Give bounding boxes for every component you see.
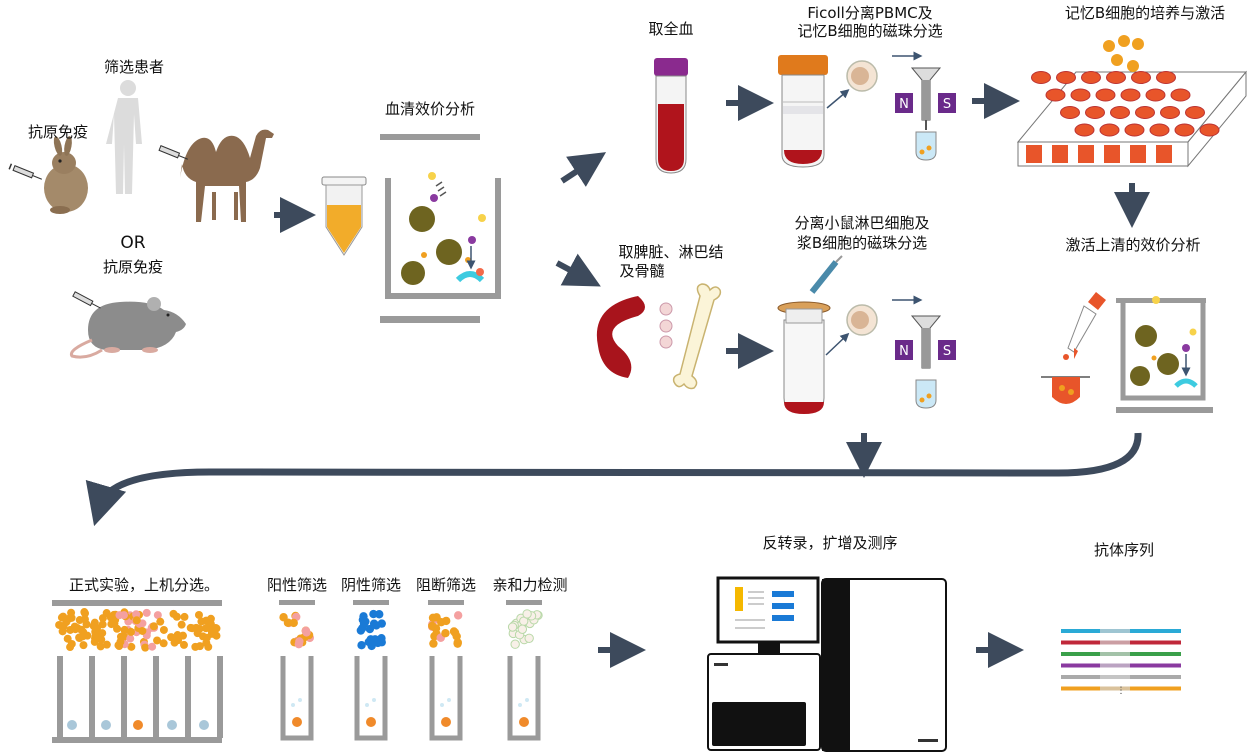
blood-tube-icon [654, 58, 688, 174]
label-formal-experiment: 正式实验，上机分选。 [68, 576, 220, 594]
label-screen-patients: 筛选患者 [103, 58, 165, 76]
serum-tube-icon [321, 176, 367, 256]
lymphocyte-cell-icon [846, 304, 878, 336]
magnet-n: N [899, 97, 909, 112]
label-negative-screen: 阴性筛选 [340, 576, 402, 594]
arrow-icon [560, 152, 607, 187]
lymph-node-icon [659, 302, 673, 349]
sorting-chip-icon [52, 600, 223, 743]
magnet-n: N [899, 344, 909, 359]
spleen-icon [596, 296, 645, 378]
pipette-icon [1063, 292, 1106, 360]
activated-cells-icon [1103, 35, 1144, 72]
svg-text:⋮: ⋮ [1117, 686, 1126, 696]
titer-assay-well-2 [1116, 296, 1213, 413]
label-memory-b-culture: 记忆B细胞的培养与激活 [1064, 4, 1226, 22]
camel-icon [180, 129, 274, 222]
label-spleen-1: 取脾脏、淋巴结 [618, 243, 724, 261]
sample-well-icon [1041, 376, 1090, 404]
syringe-icon [72, 291, 101, 309]
syringe-icon [158, 145, 189, 160]
label-positive-screen: 阳性筛选 [266, 576, 328, 594]
human-silhouette-icon [106, 80, 142, 194]
label-mouse-sep-2: 浆B细胞的磁珠分选 [796, 234, 928, 252]
label-mouse-sep-1: 分离小鼠淋巴细胞及 [794, 214, 930, 232]
bone-icon [672, 283, 722, 390]
arrow-icon [555, 253, 601, 287]
label-antigen-immunize-mouse: 抗原免疫 [102, 258, 164, 276]
label-antibody-seq: 抗体序列 [1093, 541, 1155, 559]
label-antigen-immunize-rabbit: 抗原免疫 [27, 123, 89, 141]
mouse-icon [69, 297, 186, 359]
magnet-s: S [943, 344, 951, 359]
rabbit-icon [44, 136, 88, 214]
label-or: OR [120, 233, 146, 253]
syringe-icon [8, 163, 43, 180]
sequencer-icon [707, 576, 947, 752]
label-take-blood: 取全血 [648, 20, 694, 38]
pbmc-cell-icon [846, 60, 878, 92]
magnet-icon: N S [895, 315, 956, 409]
magnet-s: S [943, 97, 951, 112]
magnet-icon: N S [895, 67, 956, 161]
label-serum-titer: 血清效价分析 [384, 100, 476, 118]
return-flow-arrow [85, 432, 1142, 527]
label-affinity-test: 亲和力检测 [492, 576, 568, 594]
label-ficoll-2: 记忆B细胞的磁珠分选 [797, 22, 943, 40]
titer-assay-well [380, 134, 501, 323]
label-activation-titer: 激活上清的效价分析 [1065, 236, 1201, 254]
antibody-sequence-icon: ⋮ [1061, 629, 1181, 696]
microplate-icon [1016, 70, 1248, 168]
strainer-tube-icon [777, 255, 843, 414]
label-spleen-2: 及骨髓 [619, 262, 665, 280]
label-blocking-screen: 阻断筛选 [415, 576, 477, 594]
label-ficoll-1: Ficoll分离PBMC及 [807, 4, 933, 22]
ficoll-tube-icon [778, 55, 828, 168]
label-rt-seq: 反转录，扩增及测序 [762, 534, 898, 552]
